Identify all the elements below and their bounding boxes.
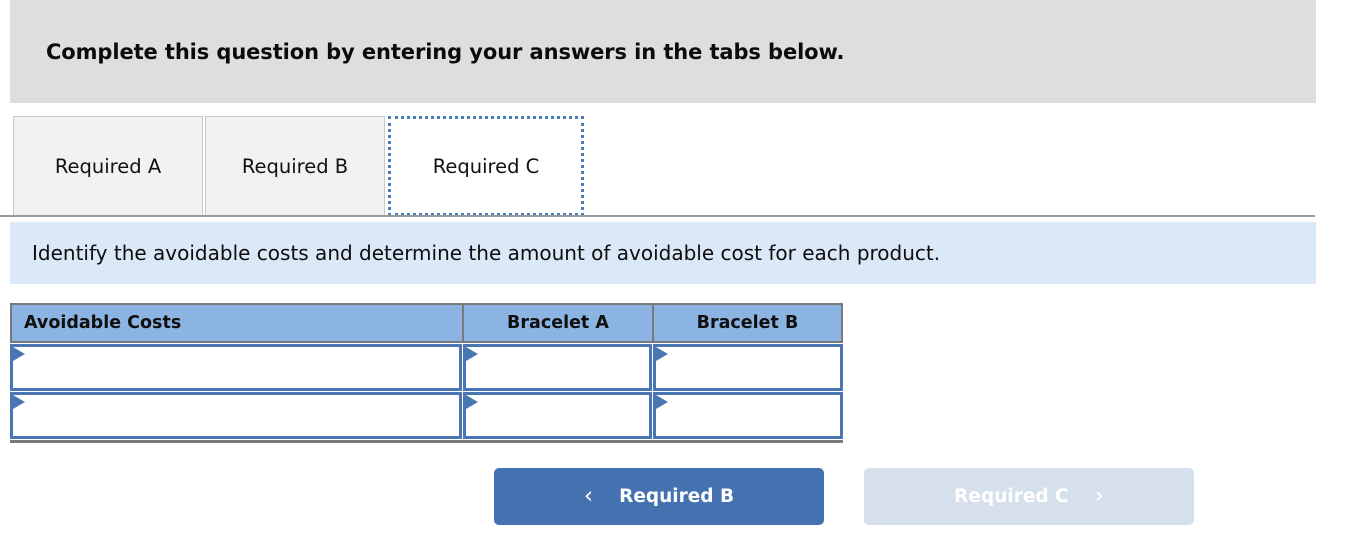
dropdown-triangle-icon — [656, 347, 669, 361]
tab-strip-underline — [0, 215, 1315, 217]
dropdown-triangle-icon — [465, 347, 478, 361]
dropdown-triangle-icon — [656, 395, 669, 409]
column-header-bracelet-b: Bracelet B — [653, 303, 843, 343]
cell-cost-name-row-2[interactable] — [10, 392, 462, 439]
previous-tab-button-label: Required B — [619, 486, 735, 507]
cell-bracelet-b-row-2[interactable] — [653, 392, 843, 439]
dropdown-triangle-icon — [13, 347, 25, 361]
tab-required-c-label: Required C — [432, 154, 540, 178]
cell-cost-name-row-1[interactable] — [10, 344, 462, 391]
table-row — [10, 392, 843, 439]
tab-required-b-label: Required B — [241, 154, 349, 178]
page-title: Complete this question by entering your … — [46, 39, 845, 64]
tab-required-a[interactable]: Required A — [13, 116, 203, 216]
next-tab-button[interactable]: Required C › — [864, 468, 1194, 525]
dropdown-triangle-icon — [13, 395, 25, 409]
cell-bracelet-a-row-2[interactable] — [462, 392, 653, 439]
instruction-text: Identify the avoidable costs and determi… — [32, 241, 941, 265]
column-header-avoidable-costs: Avoidable Costs — [10, 303, 463, 343]
table-bottom-rule — [10, 440, 843, 443]
avoidable-costs-table: Avoidable Costs Bracelet A Bracelet B — [10, 303, 843, 439]
chevron-right-icon: › — [1094, 483, 1104, 509]
instruction-bar: Identify the avoidable costs and determi… — [10, 222, 1316, 284]
question-header-banner: Complete this question by entering your … — [10, 0, 1316, 103]
dropdown-triangle-icon — [465, 395, 478, 409]
cell-bracelet-b-row-1[interactable] — [653, 344, 843, 391]
table-row — [10, 344, 843, 391]
table-header-row: Avoidable Costs Bracelet A Bracelet B — [10, 303, 843, 343]
tab-navigation-buttons: ‹ Required B Required C › — [0, 468, 1356, 526]
chevron-left-icon: ‹ — [583, 483, 594, 509]
tab-required-b[interactable]: Required B — [205, 116, 385, 216]
next-tab-button-label: Required C — [954, 486, 1069, 507]
previous-tab-button[interactable]: ‹ Required B — [494, 468, 824, 525]
tab-required-c[interactable]: Required C — [388, 116, 584, 216]
tab-strip: Required A Required B Required C — [0, 116, 1356, 219]
column-header-bracelet-a: Bracelet A — [463, 303, 653, 343]
tab-required-a-label: Required A — [54, 154, 162, 178]
cell-bracelet-a-row-1[interactable] — [462, 344, 653, 391]
